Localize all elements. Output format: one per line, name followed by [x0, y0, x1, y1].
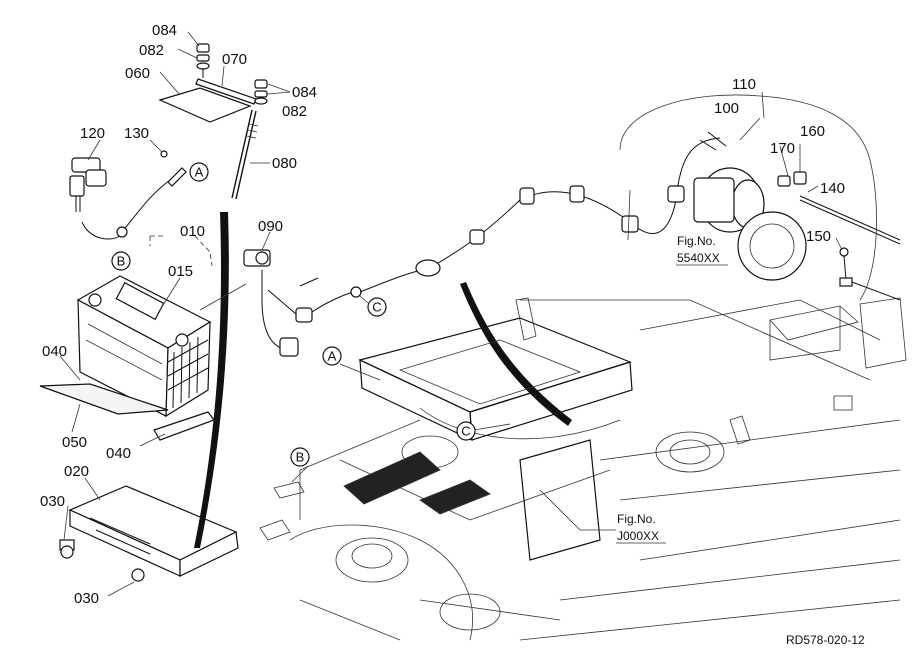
label-050: 050: [62, 434, 87, 451]
svg-text:B: B: [296, 450, 305, 465]
cable-090: [199, 231, 362, 357]
label-082-top: 082: [139, 42, 164, 59]
battery-tray-020: [59, 477, 239, 597]
assembly-arrow-middle: [460, 282, 572, 426]
label-140: 140: [820, 180, 845, 197]
svg-text:Fig.No.: Fig.No.: [617, 512, 656, 526]
label-010: 010: [180, 223, 205, 240]
label-160: 160: [800, 123, 825, 140]
part-number-labels: 084 082 070 060 084 082 120 130 080 010 …: [40, 22, 845, 607]
label-040-bottom: 040: [106, 445, 131, 462]
svg-text:Fig.No.: Fig.No.: [677, 234, 716, 248]
svg-text:B: B: [117, 254, 126, 269]
label-084-right: 084: [292, 84, 317, 101]
label-170: 170: [770, 140, 795, 157]
label-100: 100: [714, 100, 739, 117]
label-070: 070: [222, 51, 247, 68]
negative-cable-120: [69, 139, 187, 240]
drawing-code: RD578-020-12: [786, 633, 865, 647]
callout-b-lower: B: [290, 447, 310, 467]
callout-a-lower: A: [322, 346, 342, 366]
callout-a-upper: A: [189, 162, 209, 182]
label-015: 015: [168, 263, 193, 280]
starter-motor: [619, 91, 901, 301]
label-090: 090: [258, 218, 283, 235]
wire-harness: [359, 137, 721, 293]
nut-084-right: [254, 79, 268, 105]
label-110: 110: [732, 76, 756, 93]
label-082-right: 082: [282, 103, 307, 120]
label-020: 020: [64, 463, 89, 480]
label-150: 150: [806, 228, 831, 245]
svg-text:C: C: [372, 300, 381, 315]
callout-markers: A B C A B C: [111, 162, 476, 467]
rod-080: [231, 109, 259, 200]
callout-c-lower: C: [456, 421, 476, 441]
assembly-arrow-left: [194, 212, 229, 548]
label-040-left: 040: [42, 343, 67, 360]
label-130: 130: [124, 125, 149, 142]
frame-chassis: [259, 297, 907, 641]
label-080: 080: [272, 155, 297, 172]
label-120: 120: [80, 125, 105, 142]
pad-040-050: [39, 383, 169, 415]
battery-grille: [167, 336, 209, 409]
label-030-bottom: 030: [74, 590, 99, 607]
figure-reference-5540xx: Fig.No. 5540XX: [676, 234, 728, 266]
svg-text:A: A: [195, 165, 204, 180]
svg-text:C: C: [461, 424, 470, 439]
label-084-top: 084: [152, 22, 177, 39]
callout-c-upper: C: [359, 295, 387, 317]
battery-010: [76, 235, 213, 418]
cable-150: [835, 237, 901, 301]
label-060: 060: [125, 65, 150, 82]
nut-084-top: [196, 43, 210, 78]
battery-hold-down-assembly: [158, 31, 291, 200]
callout-b-upper: B: [111, 251, 131, 271]
label-030-left: 030: [40, 493, 65, 510]
svg-text:A: A: [328, 349, 337, 364]
pad-040-right: [153, 411, 215, 441]
svg-text:5540XX: 5540XX: [677, 251, 720, 265]
plate-060: [158, 87, 252, 123]
svg-text:J000XX: J000XX: [617, 529, 659, 543]
figure-reference-j000xx: Fig.No. J000XX: [580, 512, 666, 544]
